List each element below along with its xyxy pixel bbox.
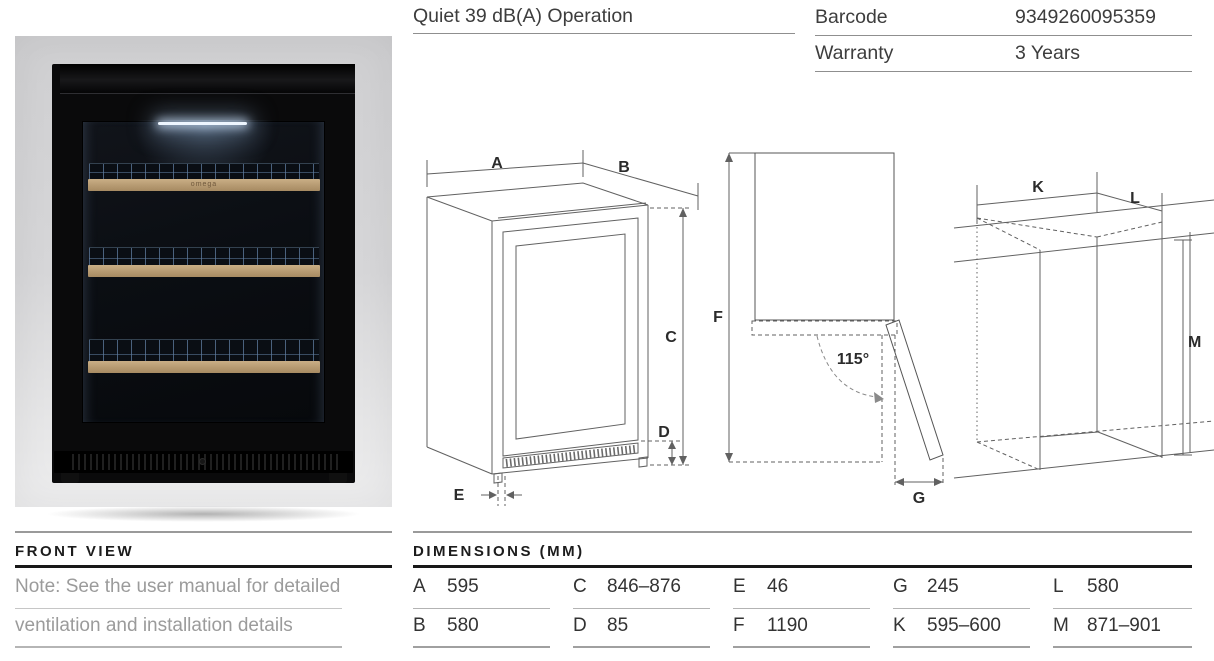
dim-key: L [1053, 576, 1064, 597]
dim-cell-k: K 595–600 [893, 609, 1030, 648]
note-line-2: ventilation and installation details [15, 609, 342, 648]
front-view-heading: FRONT VIEW [15, 543, 135, 560]
dim-key: C [573, 576, 587, 597]
dim-value: 245 [927, 576, 959, 597]
led-strip [158, 122, 247, 125]
fridge-shadow [45, 506, 362, 522]
dim-value: 595–600 [927, 615, 1001, 636]
isometric-dimension-drawing: A B C D E [426, 150, 699, 506]
dim-label-b: B [618, 159, 630, 176]
dim-label-e: E [454, 487, 465, 504]
vent-screw [199, 458, 206, 465]
door-swing-drawing: F 115° G [713, 152, 944, 507]
feature-title: Quiet 39 dB(A) Operation [413, 5, 634, 27]
dim-value: 871–901 [1087, 615, 1161, 636]
warranty-label: Warranty [815, 42, 894, 64]
dim-label-m: M [1188, 334, 1201, 351]
fridge-foot-right [329, 473, 347, 483]
dim-value: 46 [767, 576, 789, 597]
feature-title-rule [413, 33, 795, 34]
dimensions-top-rule [413, 531, 1192, 533]
shelf-trim-2 [88, 265, 320, 277]
dim-value: 595 [447, 576, 479, 597]
dim-key: E [733, 576, 746, 597]
dim-cell-l: L 580 [1053, 570, 1192, 609]
door-angle-label: 115° [837, 351, 869, 368]
dim-key: A [413, 576, 426, 597]
dim-cell-a: A 595 [413, 570, 550, 609]
product-photo: omega [15, 36, 392, 522]
dim-cell-e: E 46 [733, 570, 870, 609]
brand-logo: omega [190, 181, 218, 188]
dim-key: F [733, 615, 745, 636]
dim-cell-d: D 85 [573, 609, 710, 648]
spec-row-barcode: Barcode 9349260095359 [815, 0, 1192, 36]
dim-key: B [413, 615, 426, 636]
dim-key: D [573, 615, 587, 636]
front-view-heavy-rule [15, 565, 392, 568]
shelf-trim-3 [88, 361, 320, 373]
dim-cell-b: B 580 [413, 609, 550, 648]
dimensions-heavy-rule [413, 565, 1192, 568]
dim-label-g: G [913, 490, 925, 507]
fridge-foot-left [61, 473, 79, 483]
barcode-value: 9349260095359 [1015, 6, 1156, 28]
cutout-dimension-drawing: K L M [953, 172, 1214, 479]
dim-cell-m: M 871–901 [1053, 609, 1192, 648]
dim-label-d: D [658, 424, 670, 441]
warranty-value: 3 Years [1015, 42, 1081, 64]
dim-value: 1190 [767, 615, 808, 636]
dim-label-f: F [713, 309, 723, 326]
dim-cell-c: C 846–876 [573, 570, 710, 609]
dim-cell-g: G 245 [893, 570, 1030, 609]
dim-value: 846–876 [607, 576, 681, 597]
spec-table: Barcode 9349260095359 Warranty 3 Years [815, 0, 1192, 72]
dim-value: 580 [447, 615, 479, 636]
dim-value: 85 [607, 615, 629, 636]
dim-label-c: C [665, 329, 677, 346]
dim-label-k: K [1032, 179, 1044, 196]
fridge-top-panel [60, 64, 355, 94]
shelf-trim-1: omega [88, 179, 320, 191]
wine-rack-3 [89, 339, 319, 361]
wine-rack-2 [89, 247, 319, 265]
dim-key: G [893, 576, 908, 597]
note-line-1: Note: See the user manual for detailed [15, 570, 342, 609]
dim-key: M [1053, 615, 1069, 636]
barcode-label: Barcode [815, 6, 888, 28]
dim-label-l: L [1130, 190, 1140, 207]
front-view-top-rule [15, 531, 392, 533]
dim-key: K [893, 615, 906, 636]
dim-cell-f: F 1190 [733, 609, 870, 648]
dimensions-heading: DIMENSIONS (MM) [413, 543, 585, 560]
wine-rack-1 [89, 163, 319, 179]
vent-kickplate [54, 451, 353, 473]
dim-value: 580 [1087, 576, 1119, 597]
dim-label-a: A [491, 155, 503, 172]
spec-row-warranty: Warranty 3 Years [815, 36, 1192, 72]
